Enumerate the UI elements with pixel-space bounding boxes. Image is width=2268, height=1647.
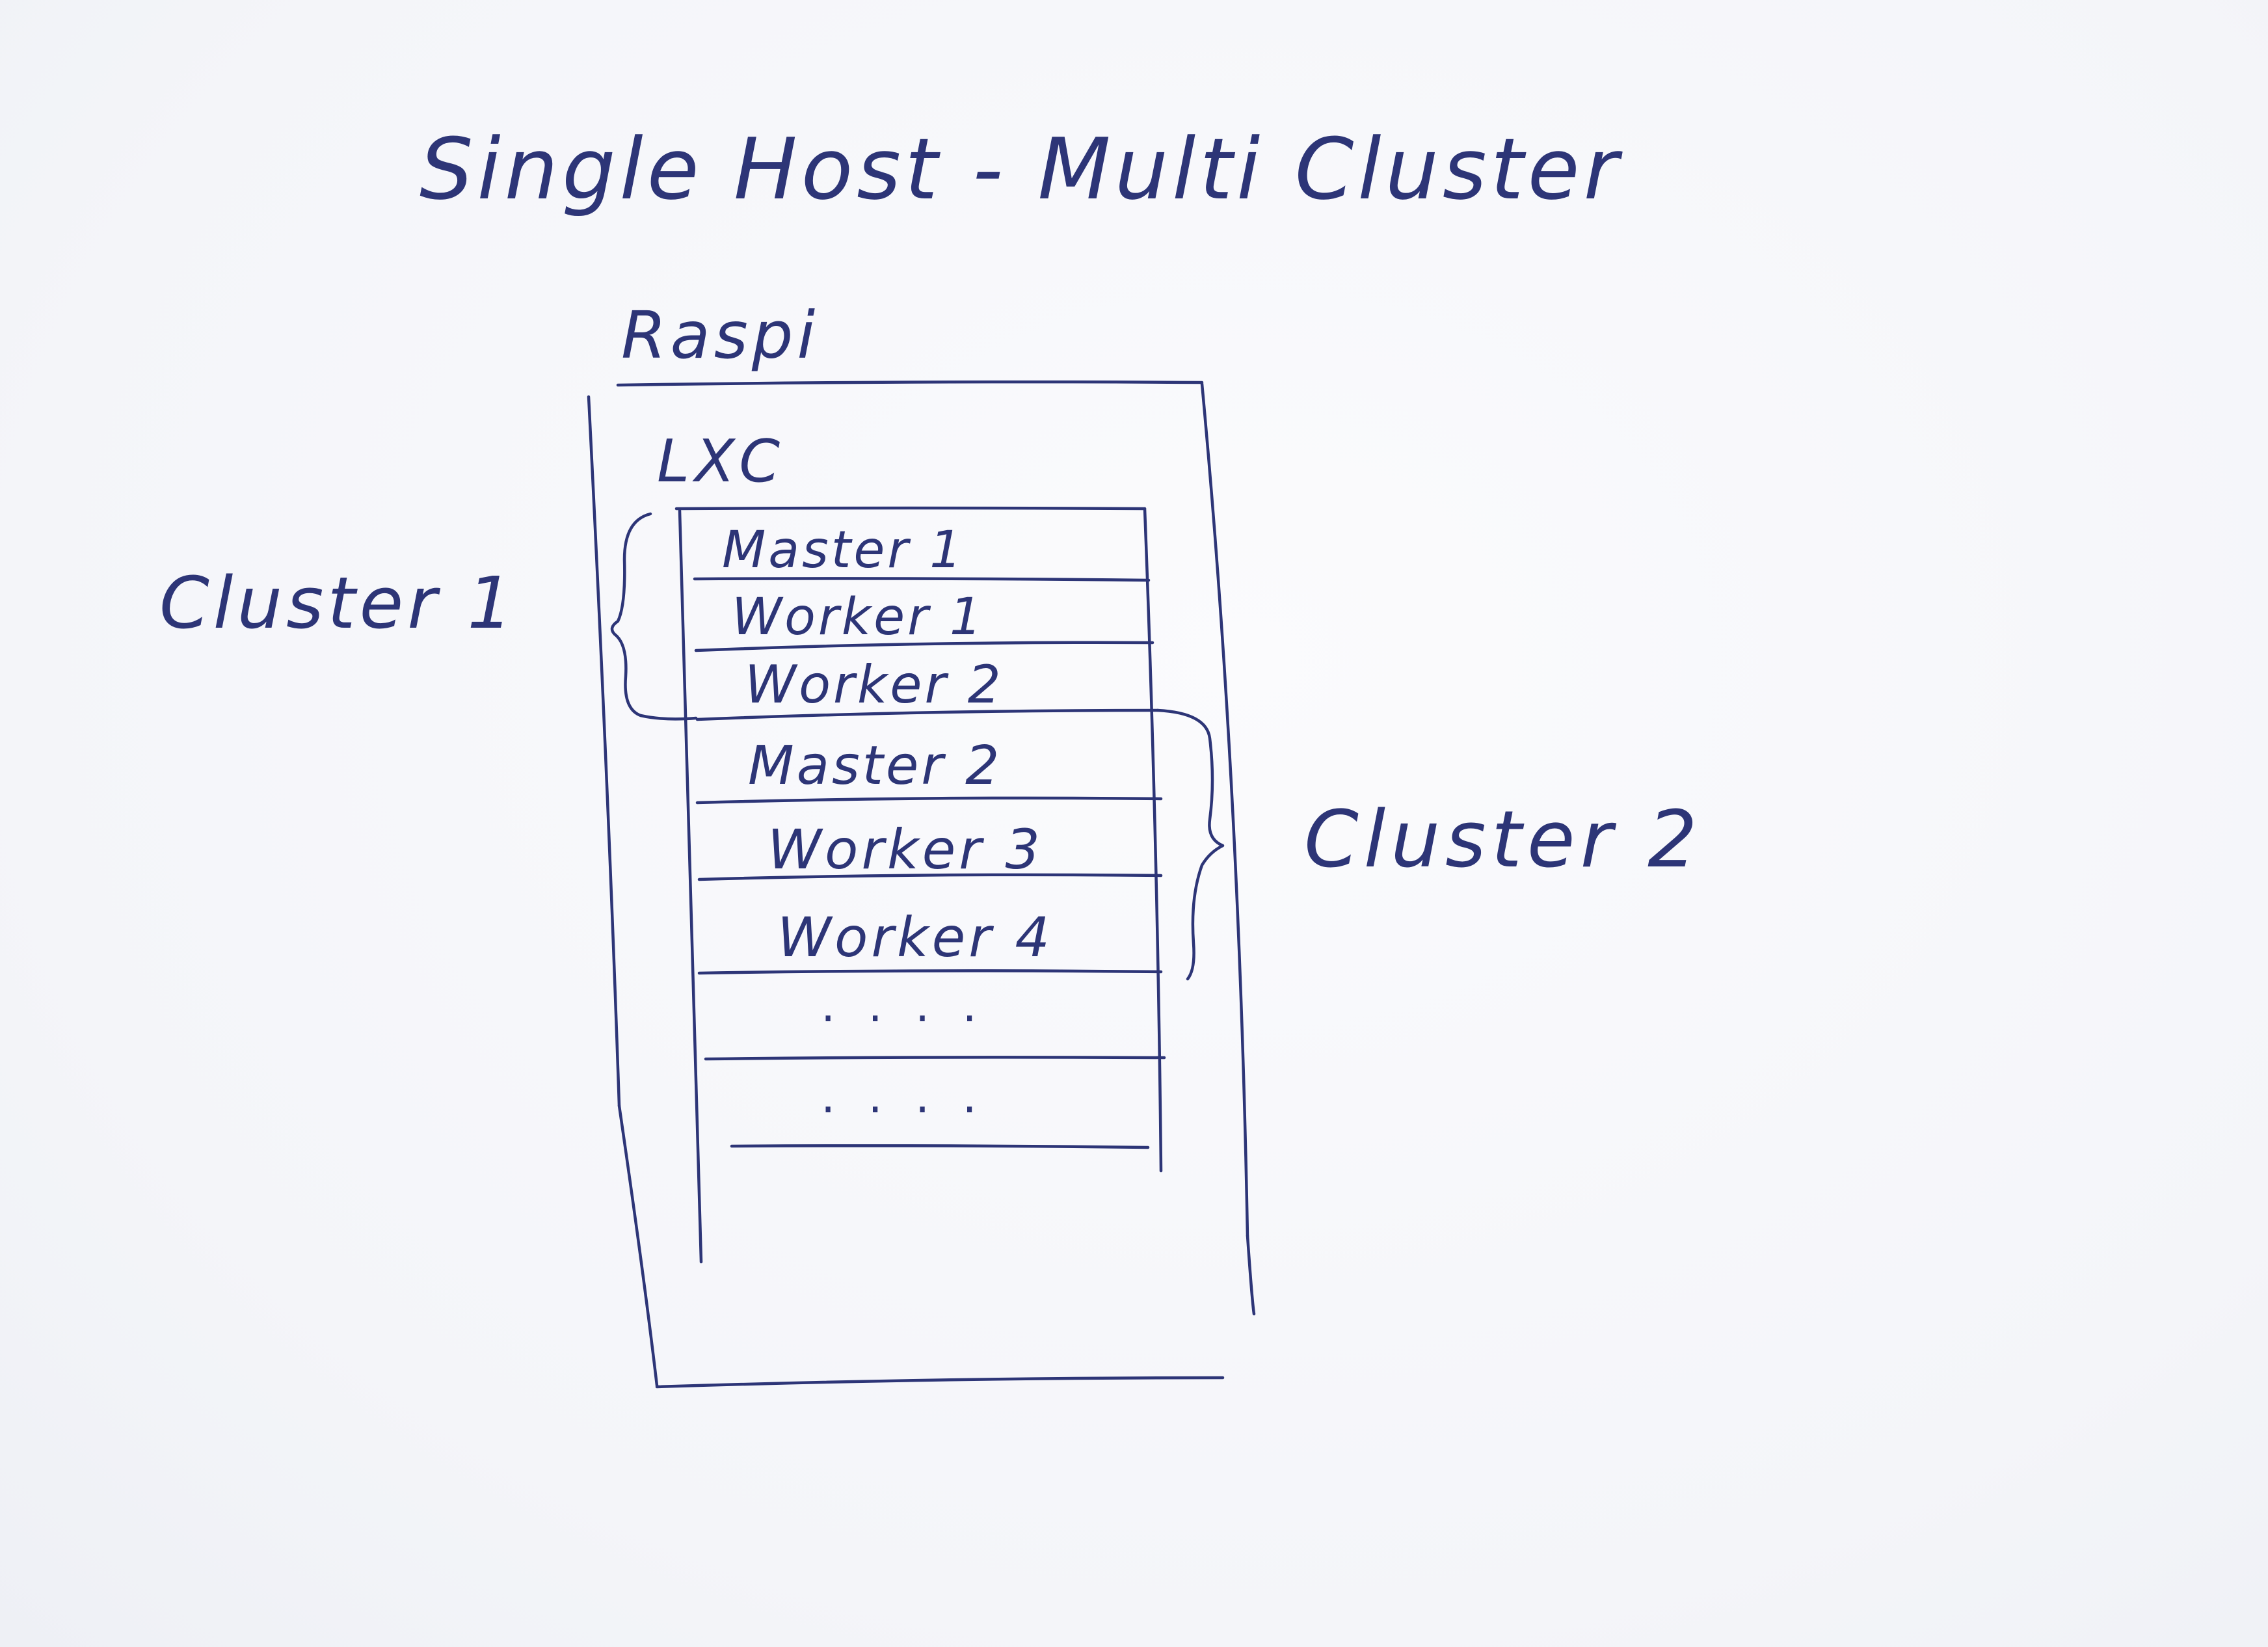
node-label-worker-1: Worker 1 <box>732 588 985 647</box>
node-label-worker-2: Worker 2 <box>745 654 1004 715</box>
row-separators <box>693 577 1166 1149</box>
node-label-master-1: Master 1 <box>722 521 965 580</box>
node-label-master-2: Master 2 <box>748 735 1002 797</box>
node-list: Master 1 Worker 1 Worker 2 Master 2 Work… <box>722 521 1053 1123</box>
cluster-2-label: Cluster 2 <box>1304 795 1702 885</box>
node-label-worker-3: Worker 3 <box>767 818 1043 881</box>
node-label-worker-4: Worker 4 <box>777 905 1053 969</box>
cluster-1-label: Cluster 1 <box>159 561 516 645</box>
host-box <box>587 380 1256 1389</box>
container-box <box>674 506 1163 1264</box>
diagram-title: Single Host - Multi Cluster <box>420 120 1623 219</box>
host-label: Raspi <box>621 297 819 373</box>
cluster-1-brace <box>610 512 698 721</box>
node-label-placeholder-1: . . . . <box>821 979 986 1032</box>
node-label-placeholder-2: . . . . <box>821 1070 986 1123</box>
cluster-2-brace <box>1156 708 1225 981</box>
container-label: LXC <box>657 427 785 496</box>
